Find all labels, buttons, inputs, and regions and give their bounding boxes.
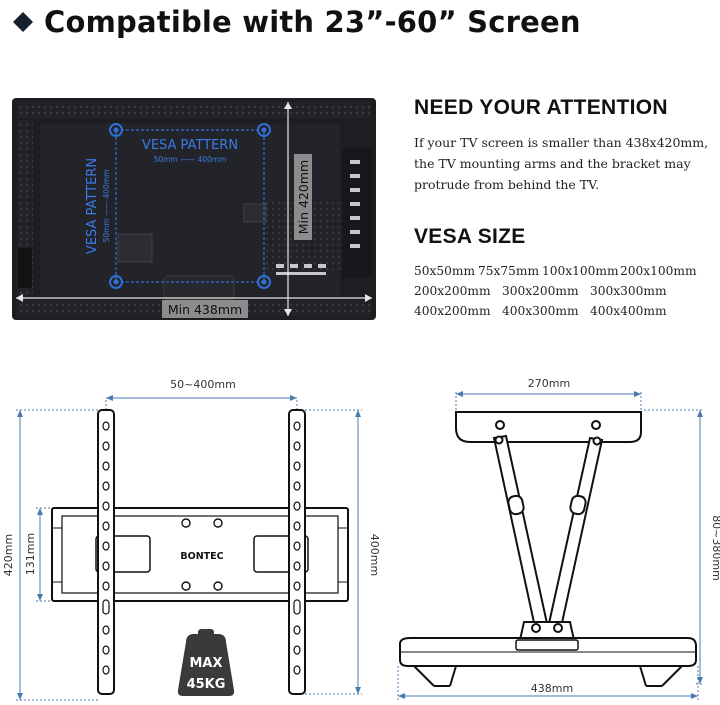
min-height-dimension: Min 420mm — [284, 102, 312, 316]
vesa-h-range: 50mm —— 400mm — [154, 155, 227, 164]
brand-logo-text: BONTEC — [180, 551, 223, 562]
vesa-size-item: 100x100mm — [542, 264, 619, 278]
vesa-size-item: 400x300mm — [502, 304, 579, 318]
diamond-icon — [13, 12, 33, 32]
vesa-hole — [257, 275, 271, 289]
attention-body: If your TV screen is smaller than 438x42… — [414, 132, 714, 195]
wall-base-plate — [399, 637, 697, 687]
side-view-drawing: 270mm 80~380mm 438mm — [397, 377, 720, 700]
vesa-hole — [109, 275, 123, 289]
vesa-size-row: 200x200mm 300x200mm 300x300mm — [414, 281, 714, 301]
top-label: 270mm — [528, 377, 570, 390]
min-width-label: Min 438mm — [168, 302, 242, 317]
info-panel: NEED YOUR ATTENTION If your TV screen is… — [414, 96, 714, 321]
arm-dimension: 400mm — [305, 409, 381, 695]
height-label: 420mm — [2, 534, 15, 576]
min-height-label: Min 420mm — [296, 160, 311, 234]
vesa-size-row: 50x50mm 75x75mm 100x100mm 200x100mm — [414, 261, 714, 281]
headline: Compatible with 23”-60” Screen — [12, 2, 581, 42]
tv-bracket-arm-right — [288, 409, 306, 695]
vesa-size-item: 300x200mm — [502, 284, 579, 298]
attention-line: If your TV screen is smaller than 438x42… — [414, 135, 709, 150]
max-load-line2: 45KG — [187, 677, 226, 692]
wall-plate — [51, 507, 349, 602]
tv-bracket-arm-left — [97, 409, 115, 695]
front-view-drawing: 50~400mm 420mm 131mm 400mm — [2, 378, 381, 701]
bottom-label: 438mm — [531, 682, 573, 695]
vesa-size-item: 75x75mm — [478, 264, 540, 278]
tv-back-photo: VESA PATTERN 50mm —— 400mm VESA PATTERN … — [12, 98, 376, 320]
height-dimension: 420mm — [2, 409, 100, 701]
attention-line: the TV mounting arms and the bracket may — [414, 156, 691, 171]
attention-title: NEED YOUR ATTENTION — [414, 96, 668, 119]
vesa-pattern-label-vertical: VESA PATTERN — [85, 158, 100, 254]
max-load-line1: MAX — [189, 656, 222, 671]
depth-label: 80~380mm — [710, 515, 720, 581]
plate-label: 131mm — [24, 533, 37, 575]
top-dimension: 270mm — [455, 377, 642, 412]
vesa-size-item: 300x300mm — [590, 284, 667, 298]
vesa-size-item: 400x400mm — [590, 304, 667, 318]
vesa-v-range: 50mm —— 400mm — [102, 170, 111, 243]
max-load-badge: MAX 45KG — [177, 629, 235, 696]
vesa-pattern-label: VESA PATTERN — [142, 138, 238, 153]
width-dimension: 50~400mm — [105, 378, 298, 412]
tv-side-bracket — [455, 411, 642, 443]
min-width-dimension: Min 438mm — [16, 294, 372, 318]
extension-arms — [492, 434, 604, 641]
width-label: 50~400mm — [170, 378, 236, 391]
vesa-size-item: 50x50mm — [414, 264, 476, 278]
vesa-hole — [109, 123, 123, 137]
arm-label: 400mm — [368, 534, 381, 576]
vesa-size-item: 200x100mm — [620, 264, 697, 278]
vesa-pattern-diagram: VESA PATTERN 50mm —— 400mm VESA PATTERN … — [85, 123, 271, 289]
vesa-hole — [257, 123, 271, 137]
attention-line: protrude from behind the TV. — [414, 177, 599, 192]
vesa-size-item: 200x200mm — [414, 284, 491, 298]
bottom-dimension: 438mm — [397, 666, 699, 700]
vesa-size-row: 400x200mm 400x300mm 400x400mm — [414, 301, 714, 321]
vesa-size-title: VESA SIZE — [414, 225, 526, 248]
vesa-size-item: 400x200mm — [414, 304, 491, 318]
headline-text: Compatible with 23”-60” Screen — [44, 5, 581, 39]
vesa-size-list: 50x50mm 75x75mm 100x100mm 200x100mm 200x… — [414, 261, 714, 321]
plate-dimension: 131mm — [24, 507, 52, 602]
